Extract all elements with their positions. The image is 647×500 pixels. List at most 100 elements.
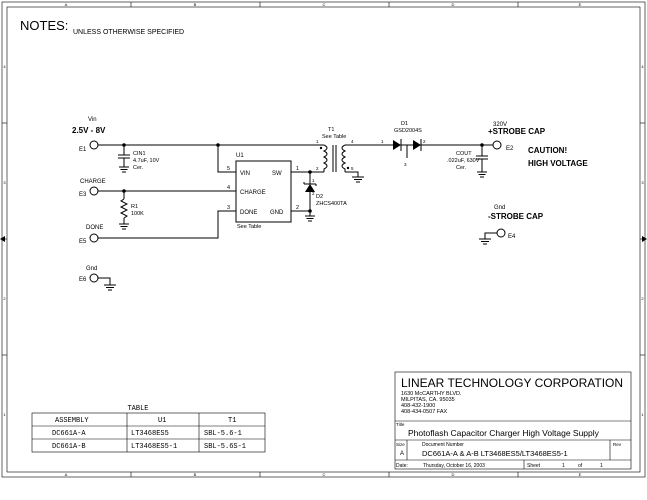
cin1-value: 4.7uF, 10V [133,158,160,164]
assembly-table [31,412,266,453]
d2-pin: 1 [312,178,315,183]
sheet-total: 1 [600,463,603,469]
d1-pin: 2 [423,139,426,144]
table-cell: SBL-5.6S-1 [204,443,246,451]
charge-net [98,189,236,193]
docnum-label: Document Number [422,442,464,448]
u1-pin-num: 4 [227,185,230,191]
strobe-pos-label: +STROBE CAP [488,127,546,136]
size-label: Size [396,442,405,447]
vin-net [98,143,314,173]
u1-pin-num: 5 [227,166,230,172]
capacitor-cin1-icon [118,145,130,173]
col-label-bottom: D [452,472,455,477]
u1-pin-name: GND [270,210,284,216]
col-label-top: D [452,2,455,7]
col-label-bottom: A [65,472,68,477]
terminal-e5-icon [89,233,99,243]
u1-pin-name: VIN [240,171,250,177]
terminal-e3-icon [89,186,99,196]
charge-label: CHARGE [80,179,106,185]
terminal-e2-icon [492,140,502,150]
t1-pin: 4 [351,139,354,144]
d2-ref: D2 [316,194,323,200]
sw-net [291,170,314,184]
d1-part: GSD2004S [394,128,422,134]
u1-pin-name: DONE [240,210,257,216]
row-label-right: 4 [641,64,644,69]
diode-d2-icon [303,182,317,211]
t1-note: See Table [322,134,346,140]
col-label-bottom: B [194,472,197,477]
d1-ref: D1 [401,121,408,127]
u1-ref: U1 [236,153,244,159]
done-net [98,210,236,239]
table-cell: LT3468ES5-1 [131,443,177,451]
terminal-e5: E5 [79,239,87,245]
row-label-left: 4 [3,64,6,69]
terminal-e3: E3 [79,192,87,198]
row-label-right: 2 [641,296,644,301]
t1-pin: 1 [316,139,319,144]
ground-e4-icon [479,232,497,245]
cout-type: Cer. [456,165,467,171]
cout-value: .022uF, 630V [447,158,480,164]
t1-pin: 5 [351,166,354,171]
ground-e6-icon [98,277,116,291]
col-label-top: C [323,2,326,7]
vin-label: Vin [88,117,97,123]
date-value: Thursday, October 16, 2003 [423,463,485,469]
col-label-bottom: C [323,472,326,477]
table-title: TABLE [127,405,148,413]
company-address: 408-434-0507 FAX [401,409,448,415]
u1-pin-name: SW [272,171,282,177]
terminal-e1: E1 [79,147,87,153]
terminal-e6: E6 [79,277,87,283]
terminal-e2: E2 [506,146,514,152]
u1-pin-num: 1 [296,166,299,172]
r1-value: 100K [131,211,144,217]
d2-part: ZHCS400TA [316,201,347,207]
date-label: Date: [396,463,408,469]
terminal-e1-icon [89,140,99,150]
size-value: A [400,451,404,457]
u1-pin-num: 3 [227,205,230,211]
d1-pin: 3 [404,162,407,167]
terminal-e4: E4 [508,234,516,240]
vin-range: 2.5V - 8V [72,126,106,135]
done-label: DONE [86,225,103,231]
cin1-ref: CIN1 [133,151,146,157]
company-address: MILPITAS, CA. 95035 [401,397,455,403]
row-label-left: 1 [3,412,6,417]
u1-pin-num: 2 [296,205,299,211]
gnd-in-label: Gnd [86,266,97,272]
cout-ref: COUT [456,151,472,157]
frame-arrow-right-icon [642,236,647,242]
d1-pin: 1 [381,139,384,144]
title-block [394,371,632,470]
u1-chip [235,160,292,223]
sheet-of-label: of [578,463,583,469]
terminal-e6-icon [89,273,99,283]
table-header: U1 [158,417,166,425]
col-label-top: E [579,2,582,7]
company-address: 1630 McCARTHY BLVD. [401,391,462,397]
u1-gnd-net [291,209,315,222]
r1-ref: R1 [131,204,138,210]
capacitor-cout-icon [476,143,493,178]
d2-pin: 2 [312,191,315,196]
col-label-top: B [194,2,197,7]
notes-subtitle: UNLESS OTHERWISE SPECIFIED [73,29,184,36]
table-cell: DC661A-A [52,430,86,438]
strobe-neg-gnd: Gnd [494,205,505,211]
col-label-bottom: E [579,472,582,477]
diode-d1-icon [380,139,482,158]
strobe-neg-label: -STROBE CAP [488,212,544,221]
u1-pin-name: CHARGE [240,190,266,196]
frame-arrow-left-icon [0,236,5,242]
table-cell: SBL-5.6-1 [204,430,242,438]
terminal-e4-icon [496,228,506,238]
sheet-label: Sheet [527,463,541,469]
drawing-title: Photoflash Capacitor Charger High Voltag… [408,428,600,438]
row-label-left: 2 [3,296,6,301]
